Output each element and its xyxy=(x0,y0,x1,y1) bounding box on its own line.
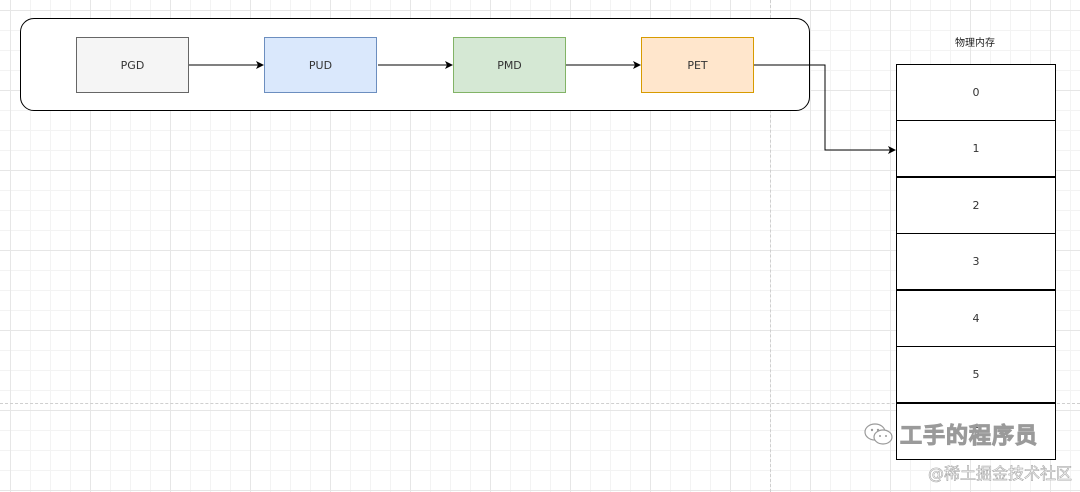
page-break-horizontal xyxy=(0,403,1080,404)
node-pud-label: PUD xyxy=(308,58,333,72)
memory-cell-label: 4 xyxy=(972,312,980,325)
node-pmd-label: PMD xyxy=(497,58,522,72)
memory-cell-label: 5 xyxy=(972,368,980,381)
node-pmd[interactable]: PMD xyxy=(453,37,566,93)
node-pet-label: PET xyxy=(687,58,708,72)
page-break-vertical xyxy=(770,0,771,492)
memory-title: 物理内存 xyxy=(955,38,995,49)
memory-cell-label: 2 xyxy=(972,199,980,212)
physical-memory-table: 0 1 2 3 4 5 6 xyxy=(896,64,1056,492)
memory-cell-4[interactable]: 4 xyxy=(896,290,1056,347)
memory-cell-5[interactable]: 5 xyxy=(896,346,1056,403)
memory-cell-label: 1 xyxy=(972,142,980,155)
node-pud[interactable]: PUD xyxy=(264,37,377,93)
memory-cell-1[interactable]: 1 xyxy=(896,120,1056,177)
memory-cell-3[interactable]: 3 xyxy=(896,233,1056,290)
memory-cell-0[interactable]: 0 xyxy=(896,64,1056,121)
node-pet[interactable]: PET xyxy=(641,37,754,93)
memory-cell-6[interactable]: 6 xyxy=(896,403,1056,460)
node-pgd[interactable]: PGD xyxy=(76,37,189,93)
memory-cell-2[interactable]: 2 xyxy=(896,177,1056,234)
memory-cell-label: 6 xyxy=(972,425,980,438)
memory-cell-label: 3 xyxy=(972,255,980,268)
wechat-icon xyxy=(864,423,893,445)
memory-cell-label: 0 xyxy=(972,86,980,99)
node-pgd-label: PGD xyxy=(120,58,145,72)
